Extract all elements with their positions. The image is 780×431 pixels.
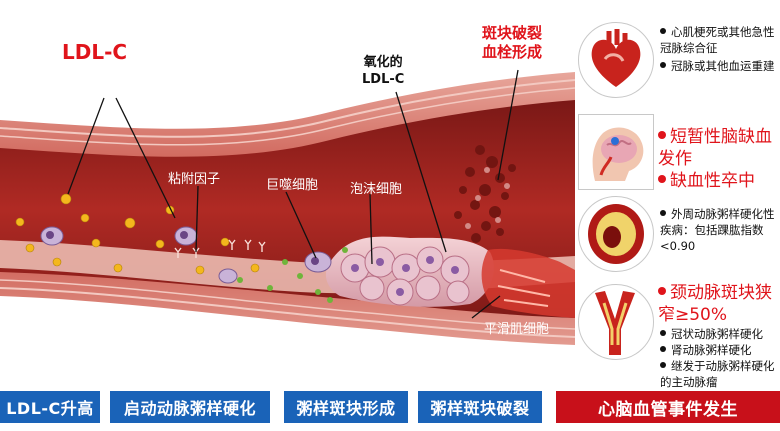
brain-outcome-2: 缺血性卒中 — [658, 170, 780, 192]
heart-circle — [578, 22, 654, 98]
stage-cardio-cerebrovascular-event: 心脑血管事件发生 — [556, 391, 780, 423]
bullet-dot — [660, 62, 666, 68]
carotid-outcome-2: 肾动脉粥样硬化 — [660, 342, 780, 358]
heart-outcome-2-text: 冠脉或其他血运重建 — [671, 59, 775, 73]
carotid-outcome-3: 继发于动脉粥样硬化的主动脉瘤 — [660, 358, 780, 390]
brain-icon — [579, 115, 653, 189]
oxidized-ldl-line2: LDL-C — [362, 71, 404, 88]
brain-outcome-2-text: 缺血性卒中 — [670, 171, 755, 191]
stage-start-atherosclerosis: 启动动脉粥样硬化 — [110, 391, 270, 423]
ldl-label: LDL-C — [62, 40, 127, 64]
heart-icon — [579, 23, 653, 97]
carotid-title: 颈动脉斑块狭窄≥50% — [658, 282, 780, 326]
peripheral-outcome-1: 外周动脉粥样硬化性疾病：包括踝肱指数<0.90 — [660, 206, 778, 254]
rupture-line2: 血栓形成 — [482, 43, 542, 62]
bullet-dot — [660, 330, 666, 336]
bullet-dot — [658, 287, 666, 295]
rupture-thrombus-label: 斑块破裂 血栓形成 — [482, 24, 542, 62]
brain-outcome-1-text: 短暂性脑缺血发作 — [658, 127, 772, 169]
oxidized-ldl-line1: 氧化的 — [362, 54, 404, 71]
rupture-line1: 斑块破裂 — [482, 24, 542, 43]
adhesion-factor-label: 粘附因子 — [168, 168, 220, 187]
carotid-artery-icon — [579, 285, 653, 359]
carotid-circle — [578, 284, 654, 360]
artery-section-circle — [578, 196, 654, 272]
bullet-dot — [660, 346, 666, 352]
carotid-outcome-1: 冠状动脉粥样硬化 — [660, 326, 780, 342]
carotid-outcome-2-text: 肾动脉粥样硬化 — [671, 343, 752, 357]
smooth-muscle-label: 平滑肌细胞 — [484, 318, 549, 337]
bullet-dot — [658, 131, 666, 139]
stage-ldl-rise: LDL-C升高 — [0, 391, 100, 423]
stage-plaque-formation: 粥样斑块形成 — [284, 391, 408, 423]
carotid-outcome-3-text: 继发于动脉粥样硬化的主动脉瘤 — [660, 359, 775, 389]
carotid-title-text: 颈动脉斑块狭窄≥50% — [658, 283, 772, 325]
peripheral-outcome-1-text: 外周动脉粥样硬化性疾病：包括踝肱指数<0.90 — [660, 207, 775, 253]
stage-plaque-rupture: 粥样斑块破裂 — [418, 391, 542, 423]
heart-outcome-1-text: 心肌梗死或其他急性冠脉综合征 — [660, 25, 775, 55]
heart-outcome-1: 心肌梗死或其他急性冠脉综合征 — [660, 24, 778, 56]
foam-cell-label: 泡沫细胞 — [350, 178, 402, 197]
bullet-dot — [660, 210, 666, 216]
brain-box — [578, 114, 654, 190]
artery-cross-section-icon — [579, 197, 653, 271]
bullet-dot — [658, 175, 666, 183]
bullet-dot — [660, 28, 666, 34]
brain-outcome-1: 短暂性脑缺血发作 — [658, 126, 780, 170]
oxidized-ldl-label: 氧化的 LDL-C — [362, 54, 404, 88]
carotid-outcome-1-text: 冠状动脉粥样硬化 — [671, 327, 763, 341]
macrophage-label: 巨噬细胞 — [266, 174, 318, 193]
heart-outcome-2: 冠脉或其他血运重建 — [660, 58, 778, 74]
bullet-dot — [660, 362, 666, 368]
